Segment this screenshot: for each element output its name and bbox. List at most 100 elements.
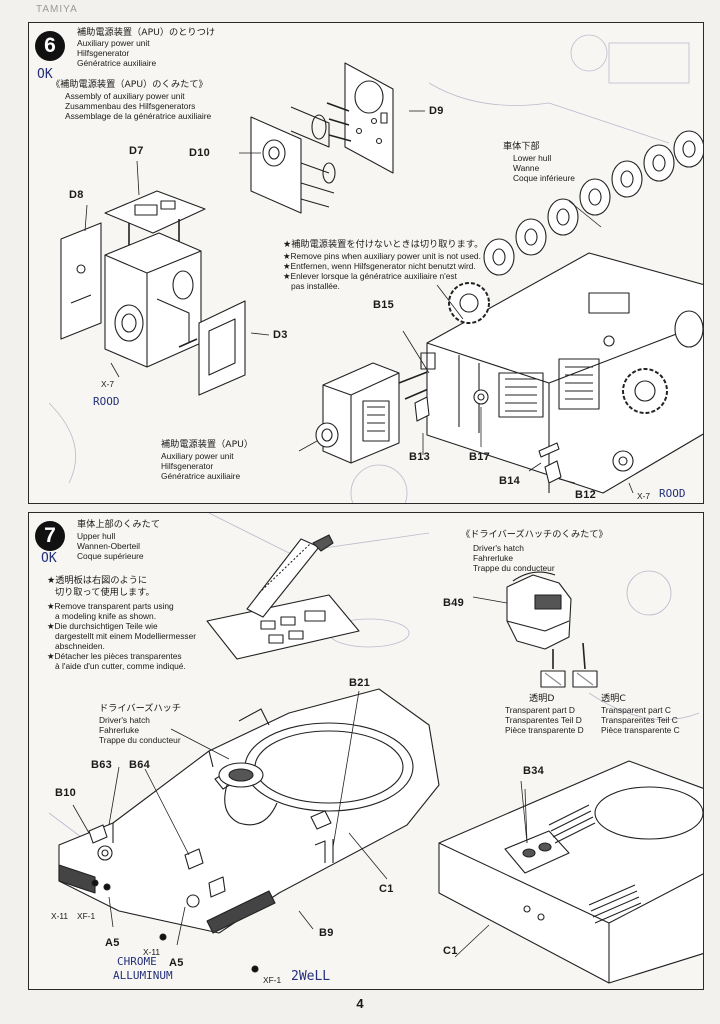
step-6-subtitle-jp: 《補助電源装置（APU）のくみたて》 xyxy=(51,79,208,90)
hatch-label-fr: Trappe du conducteur xyxy=(99,735,181,745)
handnote-rood-left: ROOD xyxy=(93,395,120,408)
apu-note-fr-2: pas installée. xyxy=(291,281,340,291)
clear-note-jp-2: 切り取って使用します。 xyxy=(55,587,155,598)
part-label-d3: D3 xyxy=(273,329,288,341)
transparent-d-de: Transparentes Teil D xyxy=(505,715,582,725)
part-label-b14: B14 xyxy=(499,475,521,487)
hatch-label-de: Fahrerluke xyxy=(99,725,140,735)
step-6-subtitle-fr: Assemblage de la génératrice auxiliaire xyxy=(65,111,212,121)
clear-note-de-3: abschneiden. xyxy=(55,641,105,651)
hatch-assembly-jp: 《ドライバーズハッチのくみたて》 xyxy=(461,529,608,540)
part-label-b17: B17 xyxy=(469,451,491,463)
part-label-a5-right: A5 xyxy=(169,957,184,969)
step-6-title-jp: 補助電源装置（APU）のとりつけ xyxy=(77,27,216,38)
hatch-assembly-en: Driver's hatch xyxy=(473,543,524,553)
transparent-c-jp: 透明C xyxy=(601,693,626,704)
lower-hull xyxy=(420,252,703,494)
hatch-label-jp: ドライバーズハッチ xyxy=(99,703,182,714)
clear-note-en-1: ★Remove transparent parts using xyxy=(47,601,174,611)
step-6-subtitle-en: Assembly of auxiliary power unit xyxy=(65,91,185,101)
clear-note-fr-2: à l'aide d'un cutter, comme indiqué. xyxy=(55,661,186,671)
part-label-a5-left: A5 xyxy=(105,937,120,949)
part-label-d8: D8 xyxy=(69,189,84,201)
part-label-b13: B13 xyxy=(409,451,431,463)
step-7-title-fr: Coque supérieure xyxy=(77,551,144,561)
step-6-title-fr: Génératrice auxiliaire xyxy=(77,58,157,68)
transparent-d-fr: Pièce transparente D xyxy=(505,725,584,735)
part-label-b12: B12 xyxy=(575,489,597,501)
part-label-b15: B15 xyxy=(373,299,395,311)
drivers-hatch-b49 xyxy=(506,571,598,688)
lower-hull-de: Wanne xyxy=(513,163,540,173)
clear-note-de-2: dargestellt mit einem Modelliermesser xyxy=(55,631,197,641)
handnote-ok-7: OK xyxy=(41,551,57,566)
hatch-label-en: Driver's hatch xyxy=(99,715,150,725)
transparent-c-en: Transparent part C xyxy=(601,705,671,715)
brand-mark: TAMIYA xyxy=(36,4,78,15)
hull-fittings xyxy=(88,824,334,973)
clear-parts-sprue xyxy=(206,534,360,660)
paint-label-xf1-left: XF-1 xyxy=(77,911,96,921)
part-label-c1-center: C1 xyxy=(379,883,394,895)
apu-note-en: ★Remove pins when auxiliary power unit i… xyxy=(283,251,481,261)
handnote-rood-right: ROOD xyxy=(659,487,686,500)
part-label-b63: B63 xyxy=(91,759,113,771)
part-d9-plate xyxy=(344,62,394,174)
part-label-c1-right: C1 xyxy=(443,945,458,957)
part-d3-side xyxy=(178,300,246,396)
apu-assembly-drawing xyxy=(48,34,703,503)
part-label-d9: D9 xyxy=(429,105,444,117)
paint-label-x11-mid: X-11 xyxy=(143,947,161,957)
handnote-aluminum: ALLUMINUM xyxy=(113,969,173,982)
clear-note-fr-1: ★Détacher les pièces transparentes xyxy=(47,651,182,661)
part-label-x7-right: X-7 xyxy=(637,491,651,501)
part-d8-side xyxy=(60,222,102,340)
step-7-badge: 7 xyxy=(35,521,65,551)
step-6-badge: 6 xyxy=(35,31,65,61)
part-label-b49: B49 xyxy=(443,597,465,609)
part-label-d10: D10 xyxy=(189,147,211,159)
step-7-panel: 7 車体上部のくみたて Upper hull Wannen-Oberteil C… xyxy=(28,512,704,990)
paint-label-x11-left: X-11 xyxy=(51,911,69,921)
apu-note-jp: ★補助電源装置を付けないときは切り取ります。 xyxy=(283,239,484,250)
hatch-on-hull xyxy=(218,762,278,826)
transparent-d-jp: 透明D xyxy=(529,693,555,704)
road-wheels xyxy=(483,130,703,348)
step-7-title-de: Wannen-Oberteil xyxy=(77,541,140,551)
handnote-ok-6: OK xyxy=(37,67,53,82)
apu-box xyxy=(104,232,202,368)
part-label-x7-left: X-7 xyxy=(101,379,115,389)
apu-note-fr-1: ★Enlever lorsque la génératrice auxiliai… xyxy=(283,271,457,281)
small-parts xyxy=(414,389,634,484)
clear-note-de-1: ★Die durchsichtigen Teile wie xyxy=(47,621,158,631)
sprockets xyxy=(448,282,668,414)
clear-note-jp-1: ★透明板は右図のように xyxy=(47,575,148,586)
rear-deck-c1 xyxy=(438,760,703,984)
transparent-c-de: Transparentes Teil C xyxy=(601,715,678,725)
apu-note-de: ★Entfernen, wenn Hilfsgenerator nicht be… xyxy=(283,261,476,271)
step-7-title-en: Upper hull xyxy=(77,531,116,541)
handnote-chrome: CHROME xyxy=(117,955,157,968)
transparent-c-fr: Pièce transparente C xyxy=(601,725,680,735)
part-label-b9: B9 xyxy=(319,927,334,939)
part-label-b34: B34 xyxy=(523,765,545,777)
lower-hull-fr: Coque inférieure xyxy=(513,173,575,183)
apu-label-de: Hilfsgenerator xyxy=(161,461,214,471)
part-label-d7: D7 xyxy=(129,145,144,157)
clear-note-en-2: a modeling knife as shown. xyxy=(55,611,157,621)
handnote-2weilt: 2WeLL xyxy=(291,969,331,984)
hatch-assembly-fr: Trappe du conducteur xyxy=(473,563,555,573)
part-d10-plate xyxy=(250,106,336,214)
apu-unit xyxy=(298,362,400,464)
step-6-panel: 6 補助電源装置（APU）のとりつけ Auxiliary power unit … xyxy=(28,22,704,504)
step-7-title-jp: 車体上部のくみたて xyxy=(77,519,161,530)
part-label-b10: B10 xyxy=(55,787,77,799)
step-6-title-en: Auxiliary power unit xyxy=(77,38,150,48)
lower-hull-en: Lower hull xyxy=(513,153,552,163)
part-label-b21: B21 xyxy=(349,677,371,689)
apu-label-en: Auxiliary power unit xyxy=(161,451,234,461)
step-6-title-de: Hilfsgenerator xyxy=(77,48,130,58)
apu-label-jp: 補助電源装置（APU） xyxy=(161,439,254,450)
lower-hull-jp: 車体下部 xyxy=(503,141,540,152)
